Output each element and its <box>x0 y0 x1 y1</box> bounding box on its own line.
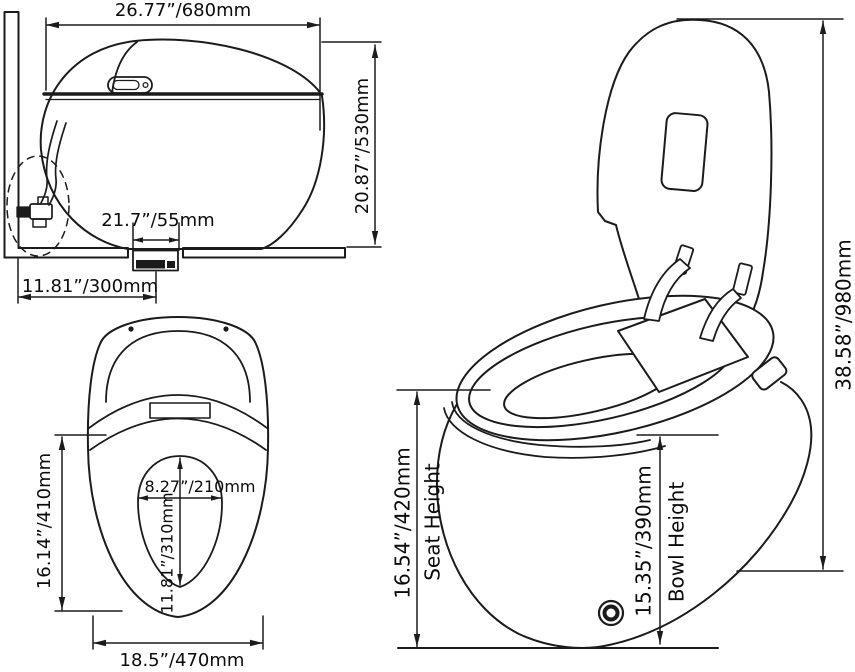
seat-height-caption: Seat Height <box>421 463 445 581</box>
perspective-drawing <box>397 18 813 649</box>
arrow-right-icon <box>307 21 320 29</box>
top-view: 16.14”/410mm 8.27”/210mm 11.81”/310mm 18… <box>34 316 270 671</box>
brand-logo-pill <box>107 76 153 94</box>
top-bowl-width-label: 8.27”/210mm <box>144 477 255 496</box>
hinge-arm-left <box>643 258 691 322</box>
side-width-label: 26.77”/680mm <box>115 0 251 21</box>
drain-trap <box>132 249 179 272</box>
bowl-height-caption: Bowl Height <box>665 482 689 603</box>
water-valve-flange <box>16 206 31 218</box>
top-bowl-length-label: 11.81”/310mm <box>158 492 177 613</box>
toilet-body-side <box>39 38 326 250</box>
lid-display-panel <box>660 112 709 192</box>
length-dim-line <box>54 434 123 612</box>
seat-band-upper <box>88 394 268 429</box>
total-height-dim-line <box>676 18 844 572</box>
deck-under-lip-1 <box>451 401 651 448</box>
arrow-left-icon <box>46 21 59 29</box>
seat-height-dim-line <box>396 389 491 648</box>
deck-under-lip-2 <box>443 407 666 459</box>
hinge-arm-right <box>699 288 742 342</box>
arrow-up-icon <box>819 21 827 34</box>
side-view: 26.77”/680mm 20.87”/530mm 21.7”/55mm 11.… <box>3 0 382 304</box>
top-width-label: 18.5”/470mm <box>120 650 245 671</box>
side-rough-in-label: 11.81”/300mm <box>22 276 158 297</box>
arrow-up-icon <box>371 45 379 58</box>
brand-logo-inner <box>112 79 140 91</box>
open-lid-inner-arch <box>105 330 251 403</box>
arrow-up-icon <box>656 437 664 450</box>
body-drain-cap-inner <box>602 604 620 622</box>
arrow-down-icon <box>177 574 183 585</box>
bowl-height-value-label: 15.35”/390mm <box>632 465 656 617</box>
arrow-down-icon <box>656 631 664 644</box>
seat-height-value-label: 16.54”/420mm <box>391 447 415 599</box>
arrow-down-icon <box>371 231 379 244</box>
arrow-left-icon <box>18 293 31 301</box>
seat-band-lower <box>89 417 267 451</box>
control-display <box>149 402 211 419</box>
hinge-dot-right <box>223 326 229 332</box>
arrow-up-icon <box>413 392 421 405</box>
water-valve-body <box>29 203 53 220</box>
drain-trap-slot <box>136 260 165 269</box>
arrow-up-icon <box>58 437 66 450</box>
side-body-drawing <box>6 38 326 257</box>
brand-logo-dot <box>142 81 149 89</box>
toilet-body-perspective <box>435 381 813 649</box>
side-trap-label: 21.7”/55mm <box>101 210 214 231</box>
drain-trap-plug <box>167 261 175 268</box>
arrow-left-icon <box>133 237 143 243</box>
wall <box>3 11 20 259</box>
width-dim-line <box>92 615 264 650</box>
arrow-right-icon <box>169 237 179 243</box>
arrow-up-icon <box>177 458 183 469</box>
bowl-height-dim-line <box>636 434 719 645</box>
toilet-body-top <box>86 316 270 618</box>
side-height-label: 20.87”/530mm <box>352 78 373 214</box>
arrow-right-icon <box>250 639 263 647</box>
arrow-down-icon <box>413 634 421 647</box>
wall-and-floor <box>3 11 346 272</box>
bowl-opening <box>137 455 223 588</box>
arrow-left-icon <box>138 495 148 501</box>
perspective-view: 16.54”/420mm Seat Height 15.35”/390mm Bo… <box>391 18 855 649</box>
arrow-right-icon <box>211 495 221 501</box>
body-drain-cap-outer <box>597 599 625 627</box>
lid-edge-curve <box>111 41 138 94</box>
top-length-label: 16.14”/410mm <box>34 453 55 589</box>
top-view-drawing <box>86 316 270 618</box>
water-valve-inlet <box>37 196 49 205</box>
deck-sensor-button <box>751 356 788 391</box>
arrow-right-icon <box>143 293 156 301</box>
height-dim-line <box>321 41 382 248</box>
water-valve-outlet <box>32 218 47 228</box>
side-view-dimensions <box>17 17 382 304</box>
hinge-dot-left <box>128 326 134 332</box>
arrow-down-icon <box>819 556 827 569</box>
arrow-left-icon <box>93 639 106 647</box>
perspective-dimensions <box>396 18 844 648</box>
width-dim-line <box>45 17 321 131</box>
top-view-dimensions <box>54 434 264 650</box>
hinge-tab-right <box>732 262 753 296</box>
rough-in-dim-line <box>17 258 157 304</box>
supply-detail-dashed-circle <box>6 155 70 257</box>
arrow-down-icon <box>58 597 66 610</box>
total-height-label: 38.58”/980mm <box>832 239 855 391</box>
